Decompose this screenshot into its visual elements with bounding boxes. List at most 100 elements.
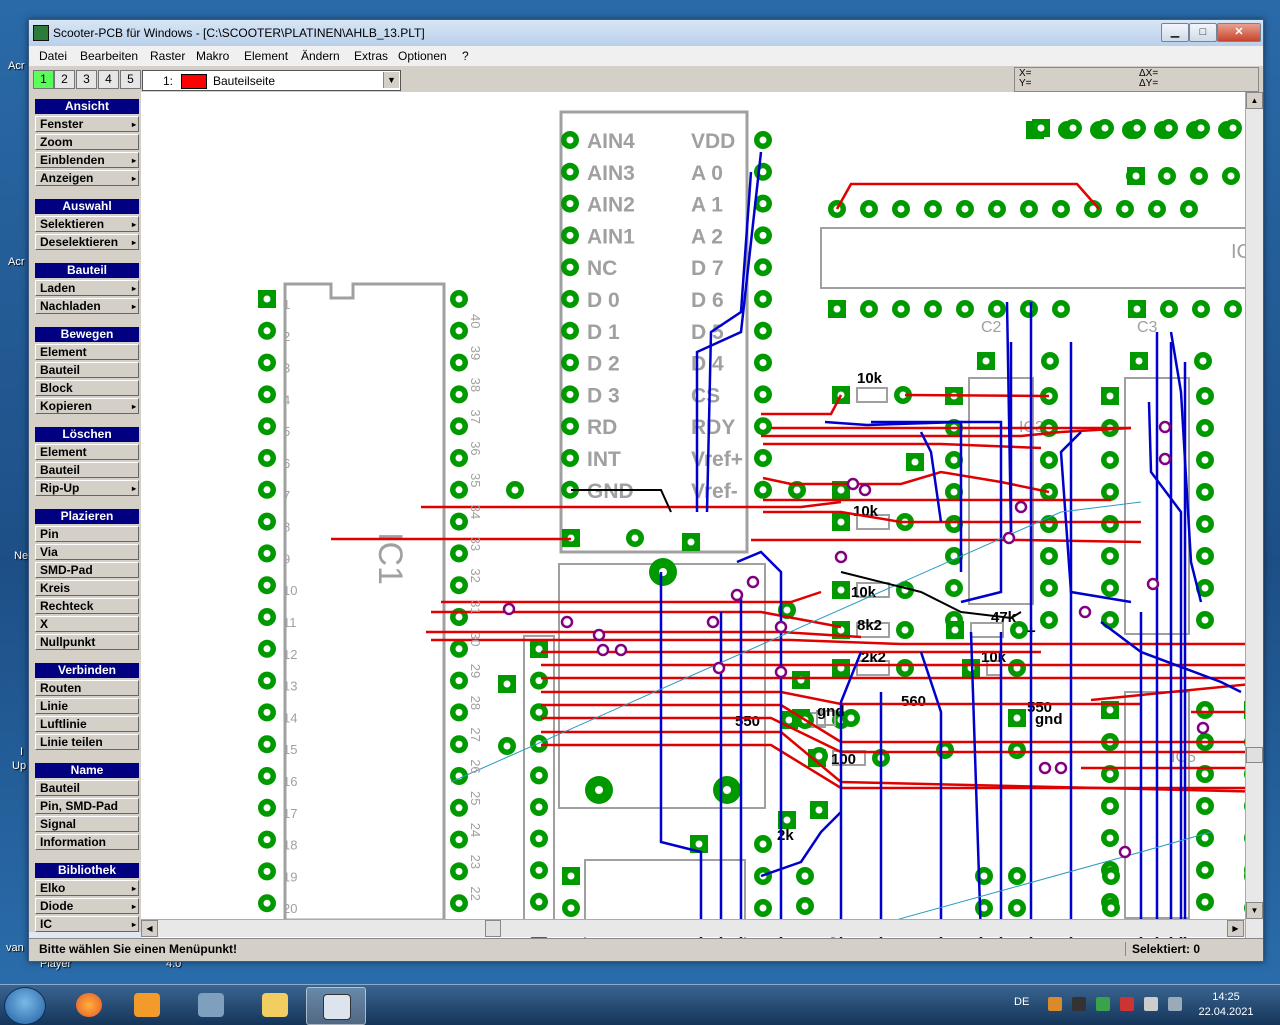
- panel-button-selektieren[interactable]: Selektieren▸: [35, 216, 139, 232]
- panel-button-einblenden[interactable]: Einblenden▸: [35, 152, 139, 168]
- scroll-left-icon[interactable]: ◀: [141, 920, 158, 937]
- scroll-down-icon[interactable]: ▼: [1246, 902, 1263, 919]
- close-button[interactable]: ✕: [1217, 23, 1261, 42]
- menu-extras[interactable]: Extras: [354, 49, 389, 63]
- volume-icon[interactable]: [1144, 997, 1158, 1011]
- panel-button-linie-teilen[interactable]: Linie teilen: [35, 734, 139, 750]
- panel-button-laden[interactable]: Laden▸: [35, 280, 139, 296]
- panel-button-smd-pad[interactable]: SMD-Pad: [35, 562, 139, 578]
- language-indicator[interactable]: DE: [1014, 996, 1030, 1008]
- tray-icon[interactable]: [1096, 997, 1110, 1011]
- tray-icon[interactable]: [1120, 997, 1134, 1011]
- panel-button-signal[interactable]: Signal: [35, 816, 139, 832]
- vertical-scrollbar[interactable]: ▲ ▼: [1245, 92, 1263, 938]
- via: [1054, 761, 1068, 775]
- scroll-thumb-h[interactable]: [485, 920, 501, 937]
- panel-button-element[interactable]: Element: [35, 344, 139, 360]
- panel-button-zoom[interactable]: Zoom: [35, 134, 139, 150]
- panel-button-kopieren[interactable]: Kopieren▸: [35, 398, 139, 414]
- panel-button-anzeigen[interactable]: Anzeigen▸: [35, 170, 139, 186]
- layer-tab-5[interactable]: 5: [120, 70, 141, 89]
- layer-select[interactable]: 1: Bauteilseite ▼: [142, 70, 401, 91]
- menu-aendern[interactable]: Ändern: [301, 49, 340, 63]
- menu-element[interactable]: Element: [244, 49, 289, 63]
- menu-makro[interactable]: Makro: [196, 49, 230, 63]
- trace: [840, 571, 1022, 620]
- network-icon[interactable]: [1168, 997, 1182, 1011]
- scroll-up-icon[interactable]: ▲: [1246, 92, 1263, 109]
- panel-button-kreis[interactable]: Kreis: [35, 580, 139, 596]
- panel-button-linie[interactable]: Linie: [35, 698, 139, 714]
- menu-bearbeiten[interactable]: Bearbeiten: [80, 49, 139, 63]
- scroll-right-icon[interactable]: ▶: [1227, 920, 1244, 937]
- menu-optionen[interactable]: Optionen: [398, 49, 447, 63]
- tray-icon[interactable]: [1072, 997, 1086, 1011]
- ic2-pin-label: AIN4: [587, 130, 635, 153]
- minimize-button[interactable]: ▁: [1161, 23, 1189, 42]
- taskbar-explorer[interactable]: [246, 987, 304, 1023]
- panel-button-ic[interactable]: IC▸: [35, 916, 139, 932]
- pad-hole: [1165, 124, 1173, 132]
- panel-button-rip-up[interactable]: Rip-Up▸: [35, 480, 139, 496]
- start-button[interactable]: [4, 987, 46, 1025]
- layer-tab-1[interactable]: 1: [33, 70, 54, 89]
- panel-button-nullpunkt[interactable]: Nullpunkt: [35, 634, 139, 650]
- tray-icon[interactable]: [1048, 997, 1062, 1011]
- panel-button-deselektieren[interactable]: Deselektieren▸: [35, 234, 139, 250]
- panel-button-bauteil[interactable]: Bauteil: [35, 362, 139, 378]
- pad-hole: [566, 359, 574, 367]
- app-icon[interactable]: [33, 25, 49, 41]
- panel-button-bauteil[interactable]: Bauteil: [35, 462, 139, 478]
- panel-button-bauteil[interactable]: Bauteil: [35, 780, 139, 796]
- layer-tab-4[interactable]: 4: [98, 70, 119, 89]
- panel-button-block[interactable]: Block: [35, 380, 139, 396]
- ic2-pin-label: D 1: [587, 321, 620, 344]
- panel-button-x[interactable]: X: [35, 616, 139, 632]
- pad-hole: [837, 626, 845, 634]
- panel-button-label: Bauteil: [40, 463, 81, 477]
- panel-button-fenster[interactable]: Fenster▸: [35, 116, 139, 132]
- panel-button-routen[interactable]: Routen: [35, 680, 139, 696]
- menu-help[interactable]: ?: [462, 49, 469, 63]
- panel-button-element[interactable]: Element: [35, 444, 139, 460]
- taskbar-audio[interactable]: [182, 987, 240, 1023]
- panel-button-diode[interactable]: Diode▸: [35, 898, 139, 914]
- pin-number: 10: [283, 583, 297, 598]
- pad-hole: [801, 902, 809, 910]
- pad-hole: [263, 613, 271, 621]
- panel-button-nachladen[interactable]: Nachladen▸: [35, 298, 139, 314]
- layer-tab-3[interactable]: 3: [76, 70, 97, 89]
- clock[interactable]: 14:25 22.04.2021: [1196, 990, 1256, 1020]
- title-bar[interactable]: Scooter-PCB für Windows - [C:\SCOOTER\PL…: [29, 20, 1263, 46]
- pin-number: 16: [283, 774, 297, 789]
- panel-button-information[interactable]: Information: [35, 834, 139, 850]
- panel-button-via[interactable]: Via: [35, 544, 139, 560]
- panel-button-pin-smd-pad[interactable]: Pin, SMD-Pad: [35, 798, 139, 814]
- panel-header: Ansicht: [35, 99, 139, 114]
- pad-hole: [511, 486, 519, 494]
- panel-header: Plazieren: [35, 509, 139, 524]
- panel-button-luftlinie[interactable]: Luftlinie: [35, 716, 139, 732]
- panel-button-elko[interactable]: Elko▸: [35, 880, 139, 896]
- panel-button-pin[interactable]: Pin: [35, 526, 139, 542]
- scroll-thumb[interactable]: [1246, 747, 1263, 763]
- taskbar-firefox[interactable]: [60, 987, 118, 1023]
- pad-hole: [455, 422, 463, 430]
- coord-dy: ΔY=: [1139, 78, 1159, 89]
- resistor-body: [856, 387, 888, 403]
- panel-button-label: Luftlinie: [40, 717, 87, 731]
- chevron-down-icon[interactable]: ▼: [383, 72, 399, 88]
- layer-tab-2[interactable]: 2: [54, 70, 75, 89]
- horizontal-scrollbar[interactable]: ◀ ▶: [141, 919, 1245, 937]
- panel-button-rechteck[interactable]: Rechteck: [35, 598, 139, 614]
- toolbar: 1 2 3 4 5 1: Bauteilseite ▼ X= Y= ΔX= ΔY…: [29, 66, 1263, 93]
- menu-raster[interactable]: Raster: [150, 49, 186, 63]
- panel-header: Auswahl: [35, 199, 139, 214]
- menu-datei[interactable]: Datei: [39, 49, 68, 63]
- panel-button-label: Diode: [40, 899, 74, 913]
- maximize-button[interactable]: □: [1189, 23, 1217, 42]
- taskbar-scooter[interactable]: [306, 987, 366, 1025]
- taskbar-media[interactable]: [118, 987, 176, 1023]
